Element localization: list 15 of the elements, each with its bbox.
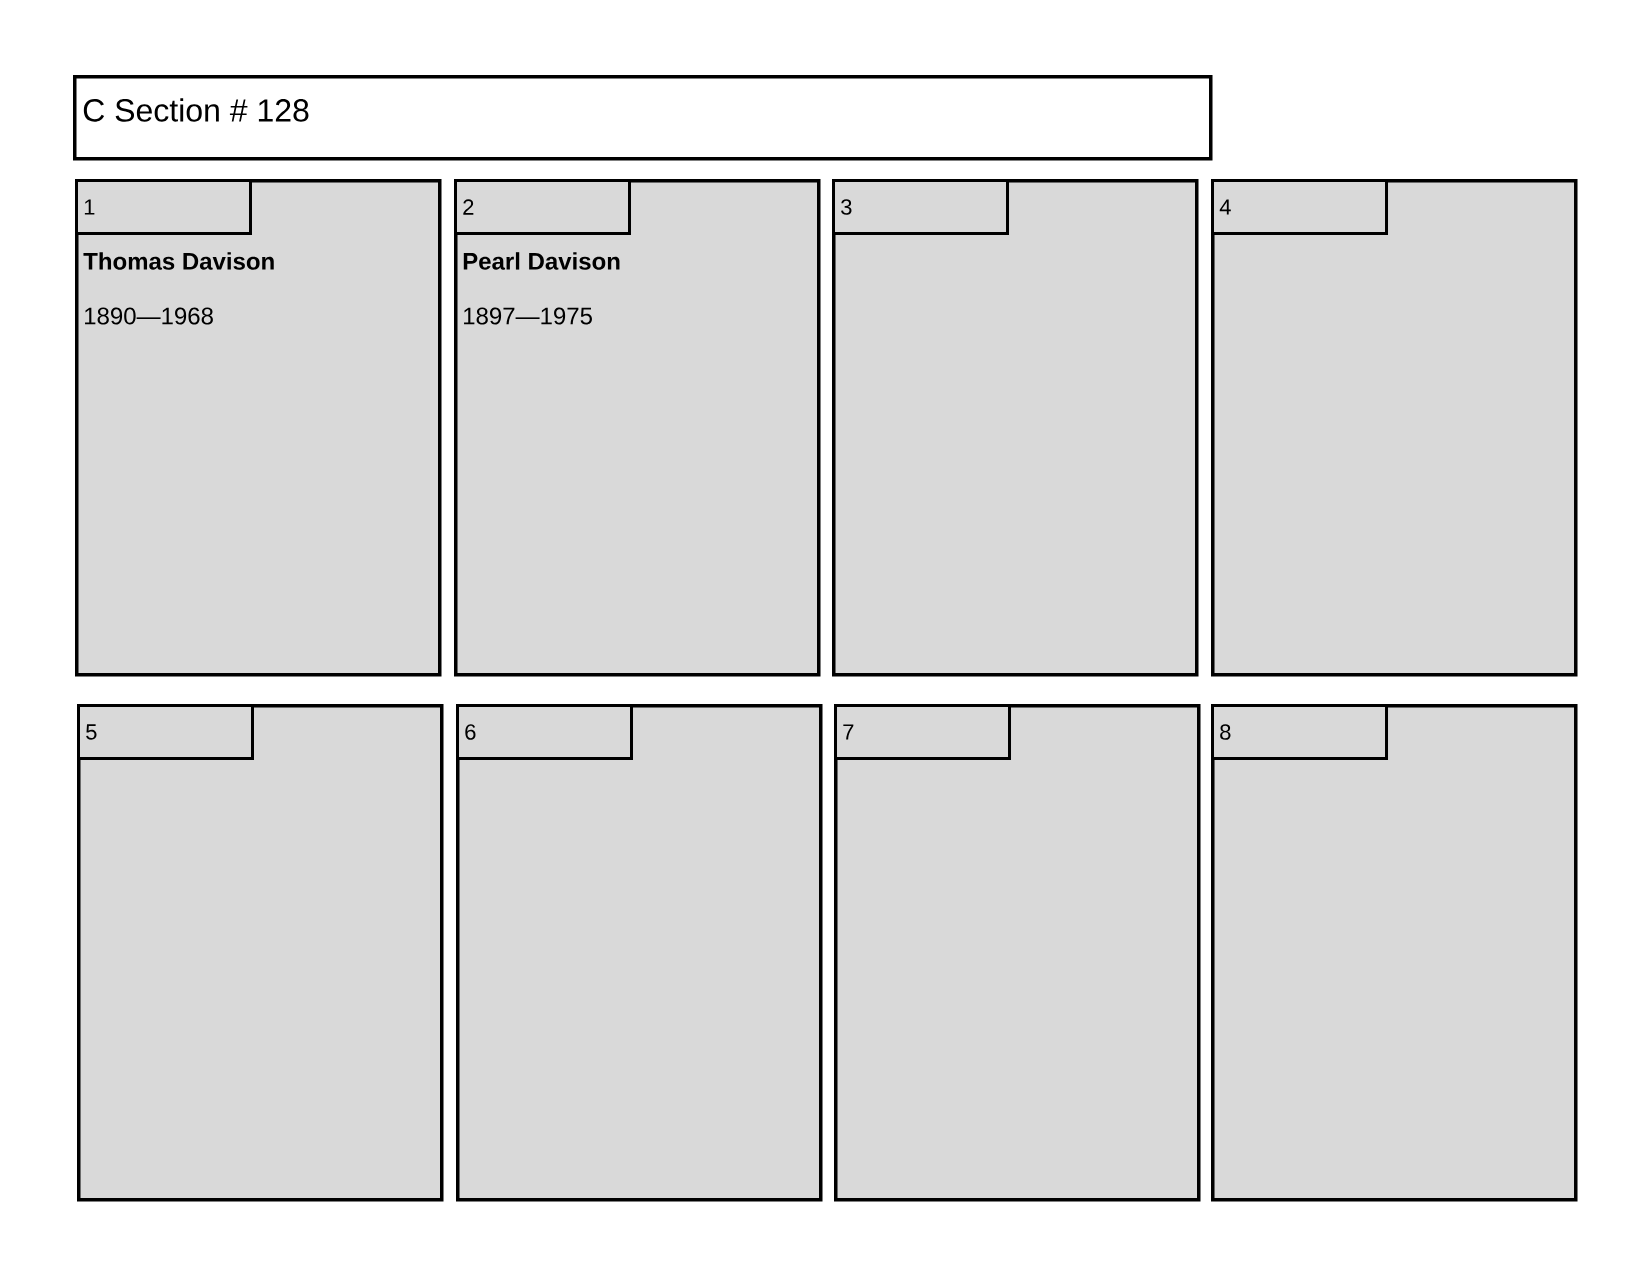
- number-tab: 1: [75, 179, 252, 235]
- plot-box: [1211, 704, 1578, 1202]
- plot-box: [834, 704, 1201, 1202]
- number-tab: 5: [77, 704, 254, 760]
- plot-box: [832, 179, 1199, 677]
- number-tab: 3: [832, 179, 1009, 235]
- number-tab: 2: [454, 179, 631, 235]
- header-box: C Section # 128: [73, 75, 1213, 161]
- number-tab: 4: [1211, 179, 1388, 235]
- number-tab: 8: [1211, 704, 1388, 760]
- plot-box: [1211, 179, 1578, 677]
- plot-box: [456, 704, 823, 1202]
- number-tab: 7: [834, 704, 1011, 760]
- number-tab: 6: [456, 704, 633, 760]
- plot-box: [77, 704, 444, 1202]
